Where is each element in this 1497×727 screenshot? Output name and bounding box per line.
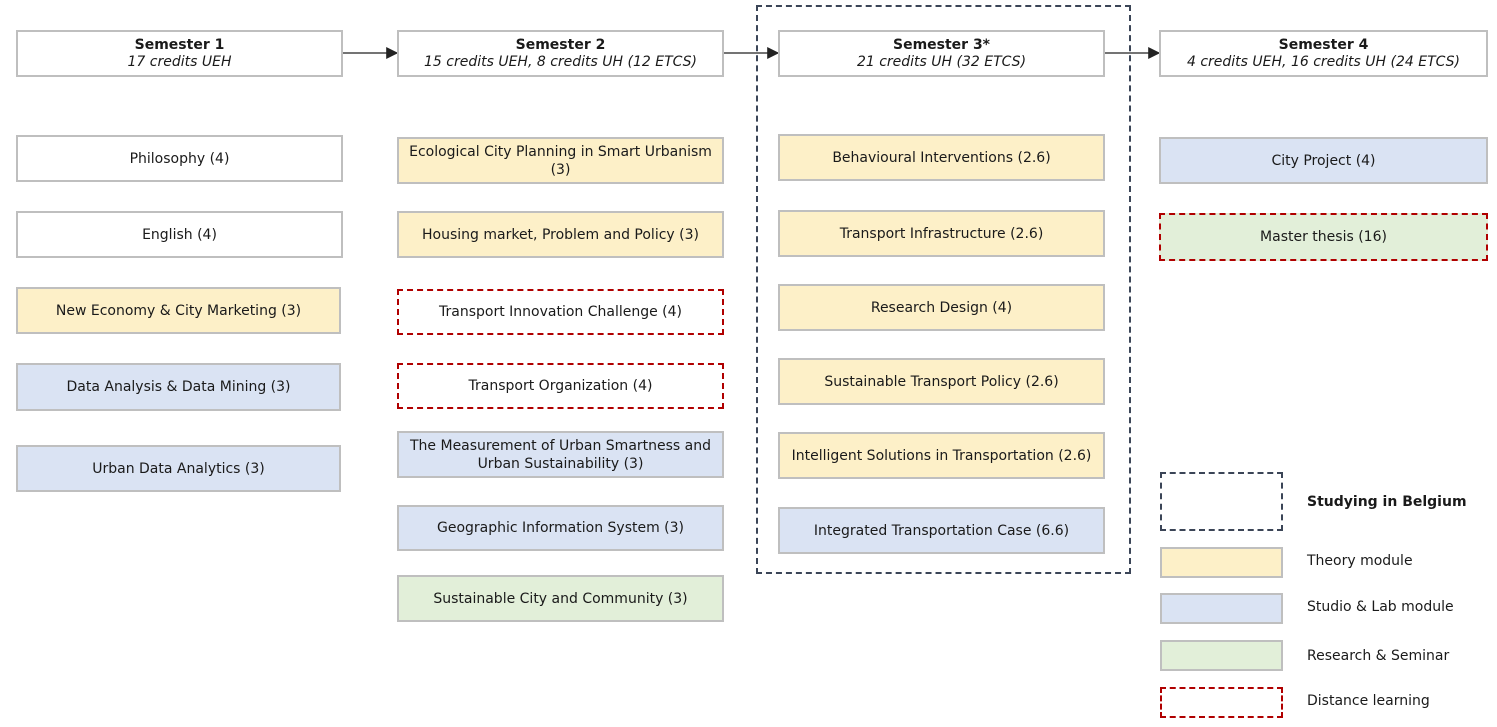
legend-swatch-theory (1160, 547, 1283, 578)
legend-swatch-distance (1160, 687, 1283, 718)
module-sustainable-city-community: Sustainable City and Community (3) (397, 575, 724, 622)
module-behavioural-interventions: Behavioural Interventions (2.6) (778, 134, 1105, 181)
semester-title: Semester 1 (134, 36, 225, 53)
semester-4-header: Semester 4 4 credits UEH, 16 credits UH … (1159, 30, 1488, 77)
semester-credits: 4 credits UEH, 16 credits UH (24 ETCS) (1186, 53, 1461, 70)
module-city-project: City Project (4) (1159, 137, 1488, 184)
semester-1-header: Semester 1 17 credits UEH (16, 30, 343, 77)
module-integrated-transportation-case: Integrated Transportation Case (6.6) (778, 507, 1105, 554)
legend-label-theory: Theory module (1307, 553, 1413, 569)
semester-credits: 17 credits UEH (127, 53, 232, 70)
module-geographic-information-system: Geographic Information System (3) (397, 505, 724, 551)
semester-title: Semester 4 (1278, 36, 1369, 53)
module-research-design: Research Design (4) (778, 284, 1105, 331)
module-transport-infrastructure: Transport Infrastructure (2.6) (778, 210, 1105, 257)
module-transport-organization: Transport Organization (4) (397, 363, 724, 409)
semester-credits: 21 credits UH (32 ETCS) (856, 53, 1027, 70)
module-housing-market: Housing market, Problem and Policy (3) (397, 211, 724, 258)
legend-label-distance: Distance learning (1307, 693, 1430, 709)
module-ecological-city-planning: Ecological City Planning in Smart Urbani… (397, 137, 724, 184)
semester-3-header: Semester 3* 21 credits UH (32 ETCS) (778, 30, 1105, 77)
semester-2-header: Semester 2 15 credits UEH, 8 credits UH … (397, 30, 724, 77)
module-urban-data-analytics: Urban Data Analytics (3) (16, 445, 341, 492)
semester-title: Semester 2 (515, 36, 606, 53)
legend-label-belgium: Studying in Belgium (1307, 494, 1467, 510)
module-english: English (4) (16, 211, 343, 258)
module-new-economy-city-marketing: New Economy & City Marketing (3) (16, 287, 341, 334)
legend-swatch-studio (1160, 593, 1283, 624)
module-intelligent-solutions-transportation: Intelligent Solutions in Transportation … (778, 432, 1105, 479)
legend-swatch-belgium (1160, 472, 1283, 531)
module-transport-innovation-challenge: Transport Innovation Challenge (4) (397, 289, 724, 335)
legend-label-studio: Studio & Lab module (1307, 599, 1454, 615)
legend-swatch-research (1160, 640, 1283, 671)
semester-credits: 15 credits UEH, 8 credits UH (12 ETCS) (423, 53, 698, 70)
module-sustainable-transport-policy: Sustainable Transport Policy (2.6) (778, 358, 1105, 405)
module-master-thesis: Master thesis (16) (1159, 213, 1488, 261)
studying-in-belgium-frame (756, 5, 1131, 574)
module-data-analysis-data-mining: Data Analysis & Data Mining (3) (16, 363, 341, 411)
legend-label-research: Research & Seminar (1307, 648, 1450, 664)
module-measurement-urban-smartness: The Measurement of Urban Smartness and U… (397, 431, 724, 478)
semester-title: Semester 3* (892, 36, 991, 53)
module-philosophy: Philosophy (4) (16, 135, 343, 182)
